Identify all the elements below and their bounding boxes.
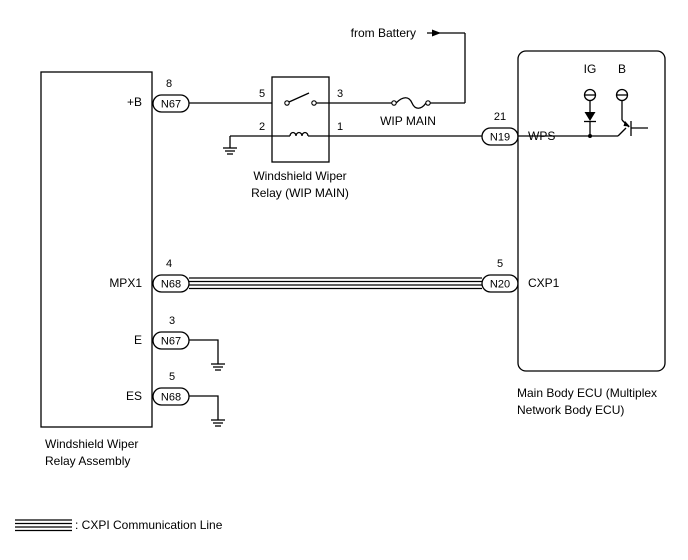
fuse-end-a [391, 100, 397, 106]
relay-assembly-box [40, 71, 153, 428]
connector-n68-mpx1 [152, 274, 190, 293]
ecu-name-line1: Main Body ECU (Multiplex [517, 386, 657, 400]
relay-pin-1: 1 [337, 121, 343, 133]
relay-pin-2: 2 [259, 121, 265, 133]
ground-icon-e [189, 339, 225, 371]
terminal-label-e: E [134, 333, 142, 347]
connector-label-n68-es: N68 [161, 392, 181, 404]
fuse-end-b [425, 100, 431, 106]
legend-cxpi-line-icon [15, 519, 72, 532]
relay-assembly-name-line2: Relay Assembly [45, 454, 130, 468]
wiper-relay-name-line2: Relay (WIP MAIN) [251, 186, 349, 200]
pin-number-e: 3 [169, 315, 175, 327]
ecu-ig-label: IG [584, 62, 597, 76]
terminal-label-es: ES [126, 389, 142, 403]
ground-icon-es [189, 395, 225, 427]
diode-icon [584, 112, 596, 136]
connector-label-n68-mpx1: N68 [161, 279, 181, 291]
pin-number-mpx1: 4 [166, 258, 172, 270]
ig-supply-icon [583, 88, 597, 112]
connector-label-n19: N19 [490, 132, 510, 144]
relay-switch-contact-b [311, 100, 317, 106]
pin-number-wps: 21 [494, 111, 506, 123]
terminal-label-mpx1: MPX1 [109, 276, 142, 290]
relay-coil-icon [289, 131, 309, 137]
pin-number-cxp1: 5 [497, 258, 503, 270]
relay-switch-blade [288, 92, 310, 103]
ecu-name-line2: Network Body ECU) [517, 403, 624, 417]
relay-assembly-name-line1: Windshield Wiper [45, 437, 138, 451]
pin-number-es: 5 [169, 371, 175, 383]
connector-label-n67-e: N67 [161, 336, 181, 348]
legend-label: : CXPI Communication Line [75, 518, 223, 532]
main-body-ecu-box [517, 50, 666, 372]
ecu-b-label: B [618, 62, 626, 76]
battery-arrow-icon [432, 29, 441, 37]
terminal-label-plus-b: +B [127, 95, 142, 109]
fuse-icon [395, 97, 427, 109]
relay-pin-5: 5 [259, 88, 265, 100]
connector-label-n20: N20 [490, 279, 510, 291]
wiper-relay-box [271, 76, 330, 163]
b-supply-icon [615, 88, 629, 120]
battery-label: from Battery [351, 26, 416, 40]
transistor-icon [617, 119, 648, 137]
connector-label-n67-plus-b: N67 [161, 99, 181, 111]
pin-number-plus-b: 8 [166, 78, 172, 90]
ecu-terminal-label-cxp1: CXP1 [528, 276, 560, 290]
relay-pin-3: 3 [337, 88, 343, 100]
fuse-label: WIP MAIN [380, 114, 436, 128]
wiper-relay-name-line1: Windshield Wiper [253, 169, 346, 183]
cxpi-communication-line [189, 277, 482, 290]
relay-switch-contact-a [284, 100, 290, 106]
ground-icon-relay [223, 136, 237, 155]
